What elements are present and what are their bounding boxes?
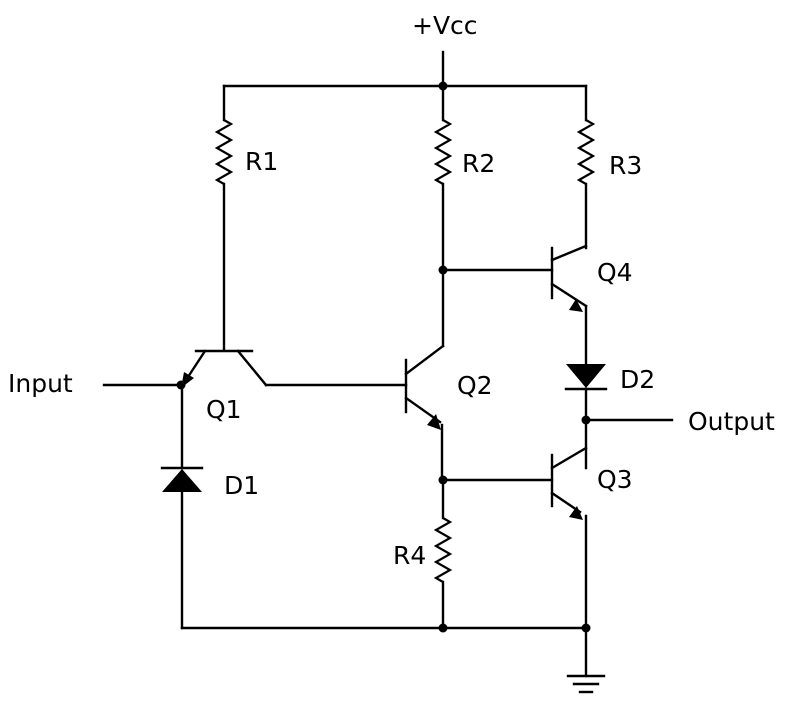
q1-label: Q1 xyxy=(206,395,242,424)
transistor-q2 xyxy=(404,344,448,485)
vcc-rail xyxy=(222,50,588,91)
transistor-q3 xyxy=(441,446,588,630)
vcc-label: +Vcc xyxy=(412,11,478,40)
input-label: Input xyxy=(8,369,73,398)
resistor-r3 xyxy=(576,84,596,250)
resistor-r1 xyxy=(214,84,234,352)
resistor-r4 xyxy=(433,478,453,630)
r3-label: R3 xyxy=(609,151,642,180)
r2-label: R2 xyxy=(462,149,495,178)
d1-label: D1 xyxy=(224,471,259,500)
transistor-q4 xyxy=(438,244,588,366)
q4-label: Q4 xyxy=(597,258,633,287)
r1-label: R1 xyxy=(245,147,278,176)
q2-label: Q2 xyxy=(457,371,493,400)
output-label: Output xyxy=(688,407,775,436)
resistor-r2 xyxy=(433,84,453,348)
ground-rail xyxy=(180,623,591,678)
q3-label: Q3 xyxy=(597,465,633,494)
diode-d2 xyxy=(564,364,608,470)
diode-d1 xyxy=(160,383,204,630)
ground-icon xyxy=(566,674,606,694)
d2-label: D2 xyxy=(620,365,655,394)
input-wire xyxy=(102,380,186,390)
r4-label: R4 xyxy=(393,541,426,570)
transistor-q1 xyxy=(181,349,408,388)
